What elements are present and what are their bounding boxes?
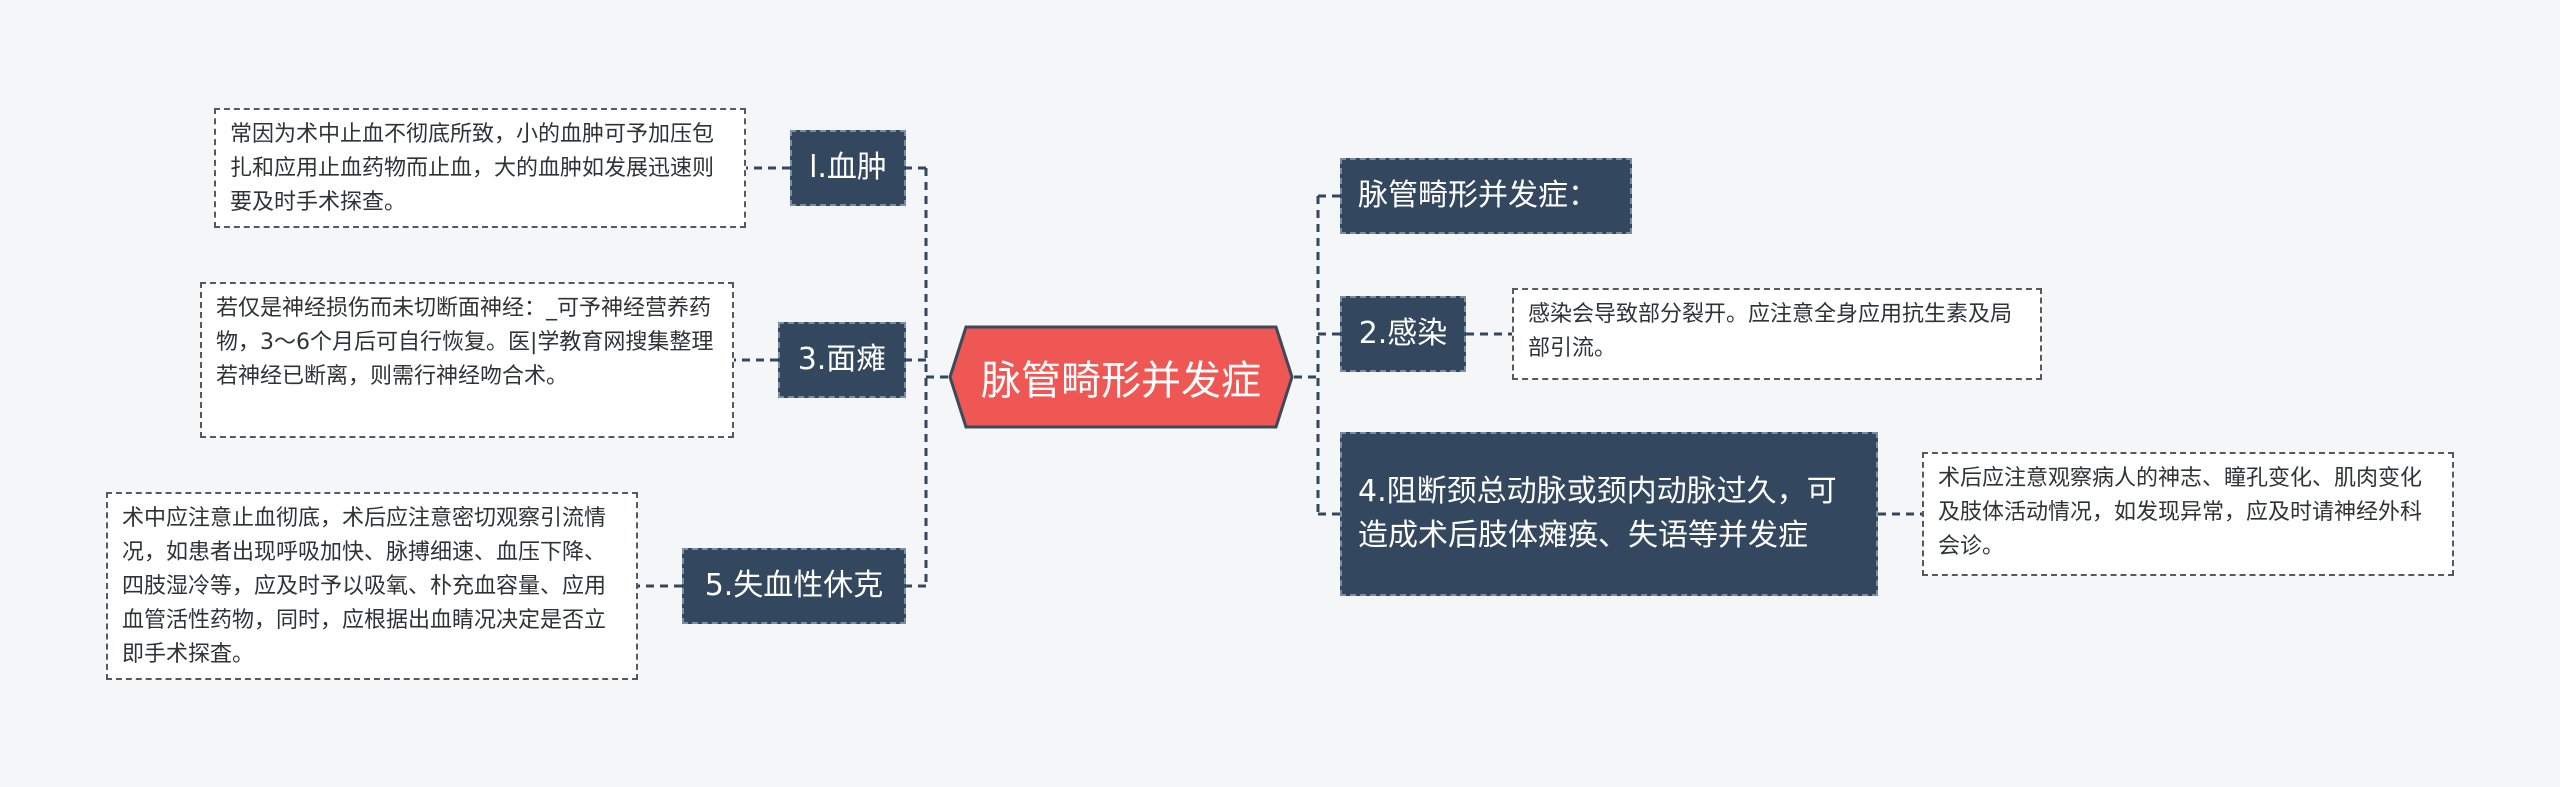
branch-hemorrhagic-shock-label: 5.失血性休克 — [704, 568, 884, 603]
branch-infection[interactable]: 2.感染 — [1340, 296, 1466, 372]
root-node[interactable]: 脉管畸形并发症 — [948, 325, 1294, 429]
note-facial-paralysis-text: 若仅是神经损伤而未切断面神经：_可予神经营养药物，3～6个月后可自行恢复。医|学… — [216, 296, 714, 389]
branch-complications-heading-label: 脉管畸形并发症： — [1358, 178, 1598, 213]
branch-carotid-occlusion-label: 4.阻断颈总动脉或颈内动脉过久，可造成术后肢体瘫痪、失语等并发症 — [1358, 474, 1837, 553]
note-facial-paralysis: 若仅是神经损伤而未切断面神经：_可予神经营养药物，3～6个月后可自行恢复。医|学… — [200, 282, 734, 438]
root-hexagon-shape — [948, 325, 1294, 429]
note-carotid-occlusion: 术后应注意观察病人的神志、瞳孔变化、肌肉变化及肢体活动情况，如发现异常，应及时请… — [1922, 452, 2454, 576]
branch-hemorrhagic-shock[interactable]: 5.失血性休克 — [682, 548, 906, 624]
branch-hematoma-label: l.血肿 — [809, 150, 887, 185]
note-carotid-occlusion-text: 术后应注意观察病人的神志、瞳孔变化、肌肉变化及肢体活动情况，如发现异常，应及时请… — [1938, 466, 2423, 559]
note-hemorrhagic-shock-text: 术中应注意止血彻底，术后应注意密切观察引流情况，如患者出现呼吸加快、脉搏细速、血… — [122, 506, 607, 667]
branch-facial-paralysis-label: 3.面瘫 — [797, 342, 887, 377]
branch-infection-label: 2.感染 — [1358, 316, 1448, 351]
root-label: 脉管畸形并发症 — [981, 358, 1261, 404]
branch-facial-paralysis[interactable]: 3.面瘫 — [778, 322, 906, 398]
note-hematoma: 常因为术中止血不彻底所致，小的血肿可予加压包扎和应用止血药物而止血，大的血肿如发… — [214, 108, 746, 228]
note-hematoma-text: 常因为术中止血不彻底所致，小的血肿可予加压包扎和应用止血药物而止血，大的血肿如发… — [230, 122, 715, 215]
note-infection-text: 感染会导致部分裂开。应注意全身应用抗生素及局部引流。 — [1528, 302, 2013, 361]
branch-hematoma[interactable]: l.血肿 — [790, 130, 906, 206]
note-infection: 感染会导致部分裂开。应注意全身应用抗生素及局部引流。 — [1512, 288, 2042, 380]
branch-complications-heading[interactable]: 脉管畸形并发症： — [1340, 158, 1632, 234]
note-hemorrhagic-shock: 术中应注意止血彻底，术后应注意密切观察引流情况，如患者出现呼吸加快、脉搏细速、血… — [106, 492, 638, 680]
branch-carotid-occlusion[interactable]: 4.阻断颈总动脉或颈内动脉过久，可造成术后肢体瘫痪、失语等并发症 — [1340, 432, 1878, 596]
